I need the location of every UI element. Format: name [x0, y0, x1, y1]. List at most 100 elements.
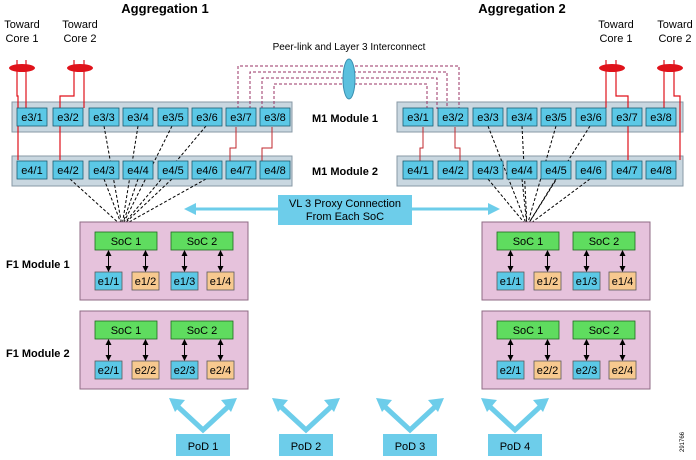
agg1-m1-row1-port-e3-4: e3/4 [122, 107, 154, 127]
svg-text:e3/5: e3/5 [545, 112, 566, 124]
m1-module-2-label: M1 Module 2 [312, 166, 378, 178]
svg-text:e3/6: e3/6 [196, 112, 217, 124]
svg-text:SoC 1: SoC 1 [513, 325, 544, 337]
agg1-m1-row1-port-e3-2: e3/2 [52, 107, 84, 127]
svg-text:e1/2: e1/2 [135, 276, 156, 288]
pod-uplink-arrows [276, 402, 336, 434]
svg-text:Toward: Toward [657, 19, 692, 31]
svg-text:e3/7: e3/7 [230, 112, 251, 124]
svg-text:e4/5: e4/5 [162, 165, 183, 177]
aggregation-2-title: Aggregation 2 [478, 1, 565, 16]
agg1-m1-row2-port-e4-5: e4/5 [157, 160, 189, 180]
proxy-connection-line-1: VL 3 Proxy Connection [289, 198, 401, 210]
agg1-f1-module-1-port-e1-3: e1/3 [170, 271, 199, 291]
svg-text:e4/8: e4/8 [650, 165, 671, 177]
svg-text:e3/8: e3/8 [264, 112, 285, 124]
agg2-m1-row1-port-e3-8: e3/8 [645, 107, 677, 127]
aggregation-1-title: Aggregation 1 [121, 1, 208, 16]
svg-text:SoC 1: SoC 1 [111, 325, 142, 337]
svg-text:e4/5: e4/5 [545, 165, 566, 177]
svg-text:e2/3: e2/3 [576, 365, 597, 377]
peer-link-bundle-icon [342, 58, 356, 100]
svg-text:Toward: Toward [4, 19, 39, 31]
agg1-m1-row2-port-e4-1: e4/1 [16, 160, 48, 180]
svg-text:e3/5: e3/5 [162, 112, 183, 124]
svg-text:SoC 2: SoC 2 [589, 325, 620, 337]
svg-text:SoC 2: SoC 2 [187, 325, 218, 337]
svg-text:e4/1: e4/1 [407, 165, 428, 177]
agg2-m1-row1-port-e3-2: e3/2 [437, 107, 469, 127]
f1-module-1-label: F1 Module 1 [6, 259, 70, 271]
agg2-m1-row1-port-e3-6: e3/6 [575, 107, 607, 127]
svg-text:e3/6: e3/6 [580, 112, 601, 124]
svg-text:e1/4: e1/4 [210, 276, 231, 288]
agg2-interrow-links [419, 127, 461, 167]
svg-text:e4/1: e4/1 [21, 165, 42, 177]
svg-text:e3/7: e3/7 [616, 112, 637, 124]
pod-2: PoD 2 [272, 398, 340, 456]
agg2-m1-row1-port-e3-7: e3/7 [611, 107, 643, 127]
agg2-m1-row2-port-e4-4: e4/4 [506, 160, 538, 180]
agg1-m1-row1-port-e3-6: e3/6 [191, 107, 223, 127]
agg1-m1-row2-port-e4-6: e4/6 [191, 160, 223, 180]
pod-box [488, 434, 542, 456]
svg-text:e4/2: e4/2 [442, 165, 463, 177]
agg1-m1-row1-port-e3-1: e3/1 [16, 107, 48, 127]
svg-text:e3/1: e3/1 [21, 112, 42, 124]
pod-1: PoD 1 [169, 398, 237, 456]
agg1-m1-row2-port-e4-7: e4/7 [225, 160, 257, 180]
agg2-f1-module-2-port-e2-3: e2/3 [572, 360, 601, 380]
svg-text:e1/1: e1/1 [500, 276, 521, 288]
pod-uplink-arrows [173, 402, 233, 434]
agg2-m1-row2-port-e4-1: e4/1 [402, 160, 434, 180]
svg-text:e1/3: e1/3 [576, 276, 597, 288]
agg2-m1-row2-port-e4-3: e4/3 [472, 160, 504, 180]
pod-uplink-arrows [380, 402, 440, 434]
svg-text:e3/2: e3/2 [57, 112, 78, 124]
svg-text:SoC 2: SoC 2 [589, 236, 620, 248]
svg-text:e4/2: e4/2 [57, 165, 78, 177]
svg-text:e1/1: e1/1 [98, 276, 119, 288]
svg-text:SoC 1: SoC 1 [513, 236, 544, 248]
svg-text:e4/6: e4/6 [196, 165, 217, 177]
soc-2-box: SoC 2 [170, 231, 234, 251]
svg-text:e3/3: e3/3 [93, 112, 114, 124]
m1-module-1-label: M1 Module 1 [312, 113, 378, 125]
svg-text:e2/1: e2/1 [500, 365, 521, 377]
pod-box [383, 434, 437, 456]
agg2-m1-row1-port-e3-4: e3/4 [506, 107, 538, 127]
svg-text:e3/2: e3/2 [442, 112, 463, 124]
agg2-m1-row2-port-e4-2: e4/2 [437, 160, 469, 180]
agg1-f1-module-2-port-e2-3: e2/3 [170, 360, 199, 380]
svg-text:Core 2: Core 2 [658, 33, 691, 45]
agg1-m1-row1-port-e3-8: e3/8 [259, 107, 291, 127]
svg-text:Toward: Toward [62, 19, 97, 31]
svg-text:e3/4: e3/4 [127, 112, 148, 124]
agg1-m1-row2-port-e4-4: e4/4 [122, 160, 154, 180]
svg-text:e2/4: e2/4 [210, 365, 231, 377]
soc-1-box: SoC 1 [496, 320, 560, 340]
svg-text:e2/2: e2/2 [135, 365, 156, 377]
soc-1-box: SoC 1 [496, 231, 560, 251]
pod-label: PoD 1 [188, 441, 219, 453]
soc-2-box: SoC 2 [572, 320, 636, 340]
figure-id: 291766 [680, 431, 686, 452]
svg-text:e1/3: e1/3 [174, 276, 195, 288]
svg-text:Toward: Toward [598, 19, 633, 31]
agg1-m1-row2-port-e4-3: e4/3 [88, 160, 120, 180]
agg1-f1-module-2-port-e2-2: e2/2 [131, 360, 160, 380]
svg-text:e4/4: e4/4 [127, 165, 148, 177]
svg-text:e2/3: e2/3 [174, 365, 195, 377]
svg-text:e3/3: e3/3 [477, 112, 498, 124]
agg2-f1-module-1-port-e1-3: e1/3 [572, 271, 601, 291]
agg2-m1-row1-port-e3-5: e3/5 [540, 107, 572, 127]
svg-text:e1/4: e1/4 [612, 276, 633, 288]
toward-core-label-2: Toward Core 2 [62, 19, 97, 45]
svg-text:e3/1: e3/1 [407, 112, 428, 124]
soc-2-box: SoC 2 [170, 320, 234, 340]
agg2-f1-module-2-port-e2-2: e2/2 [533, 360, 562, 380]
agg1-m1-row1-port-e3-7: e3/7 [225, 107, 257, 127]
agg1-interrow-links [229, 127, 273, 167]
